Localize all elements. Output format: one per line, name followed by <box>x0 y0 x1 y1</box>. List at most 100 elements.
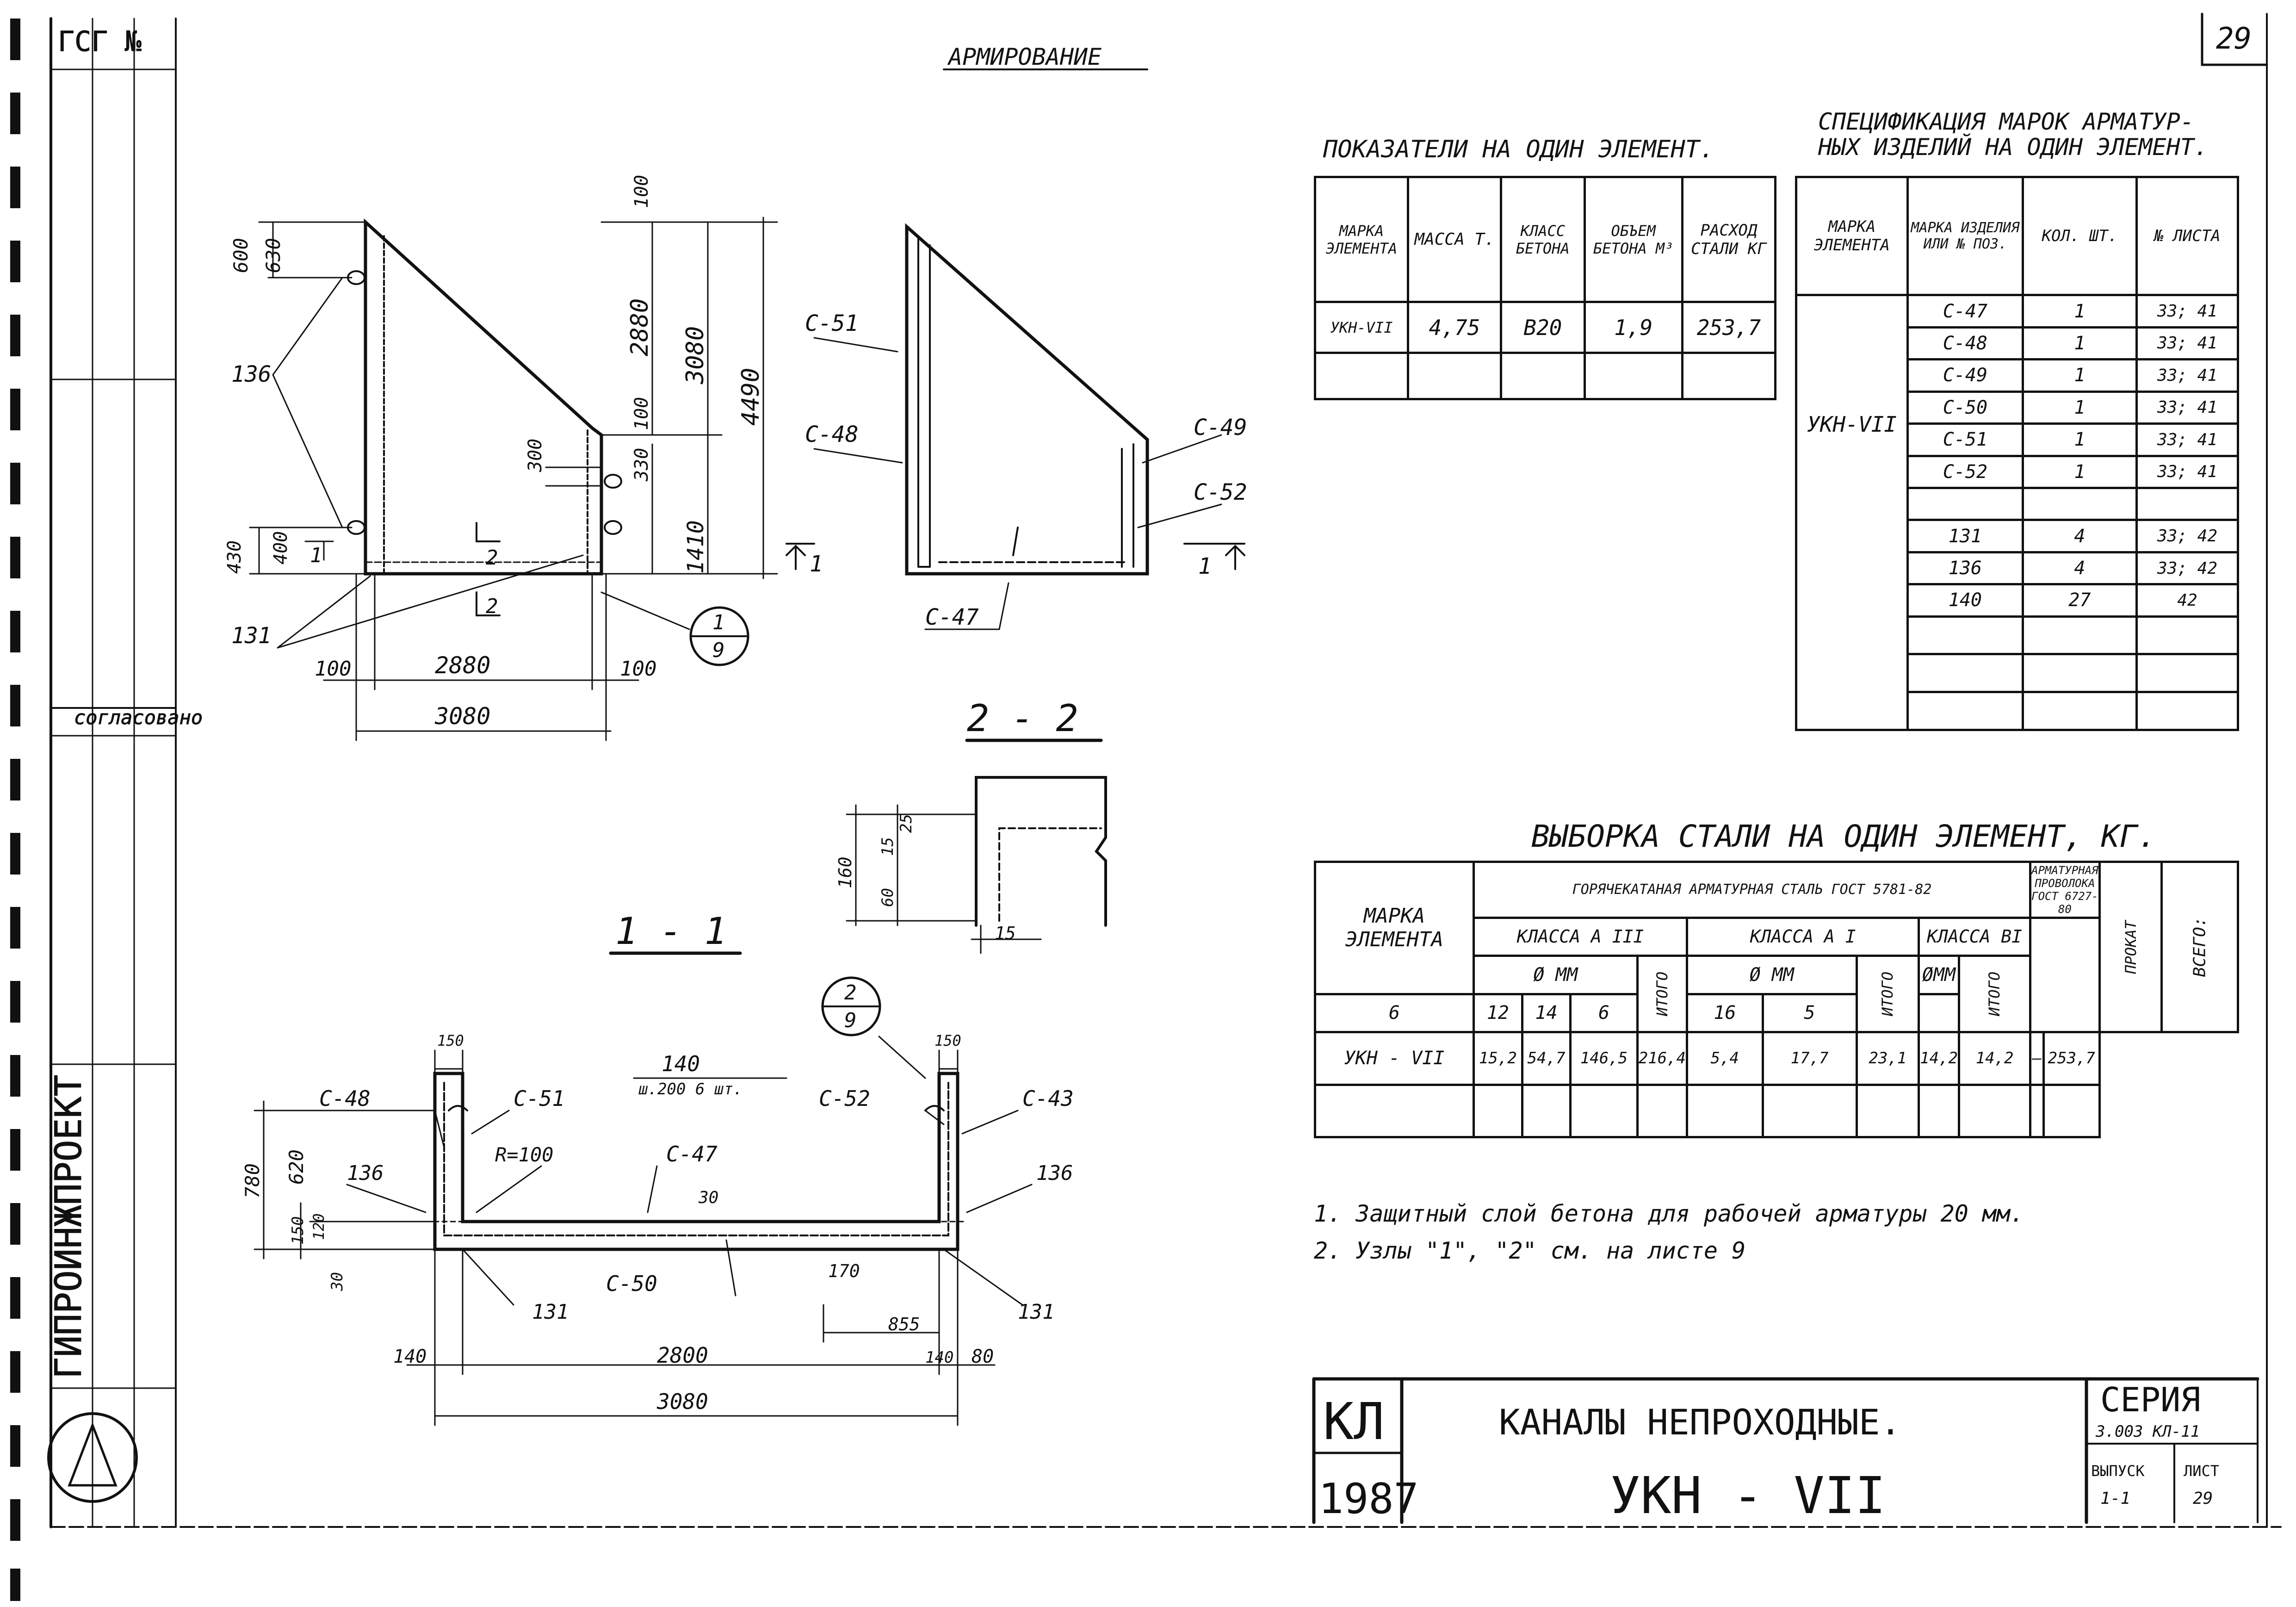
steel-row-a3-total: 216,4 <box>1636 1031 1689 1086</box>
steel-itogo-b1: ИТОГО <box>1957 955 2032 1034</box>
steel-row-b1-5: 14,2 <box>1918 1031 1960 1086</box>
spec-r9-item: 140 <box>1906 583 2024 618</box>
steel-d-b1-5: 5 <box>1761 993 1858 1034</box>
steel-h-hot: ГОРЯЧЕКАТАНАЯ АРМАТУРНАЯ СТАЛЬ ГОСТ 5781… <box>1472 861 2030 919</box>
s11-c51: С-51 <box>514 1086 565 1111</box>
steel-d-a3-12: 12 <box>1472 993 1523 1034</box>
ind-h-mass: МАССА Т. <box>1407 176 1503 303</box>
steel-diam-a1: Ø ММ <box>1686 955 1858 995</box>
spec-r9-qty: 27 <box>2021 583 2138 618</box>
elevation-dimensions: 600 630 100 2880 3080 4490 100 300 330 1… <box>224 175 765 730</box>
spec-r7-qty: 4 <box>2021 519 2138 553</box>
stamp-inv: ГСГ № <box>58 25 142 58</box>
spec-r9-sheet: 42 <box>2135 583 2239 618</box>
ind-h-steel: РАСХОД СТАЛИ КГ <box>1681 176 1777 303</box>
s11-3080: 3080 <box>656 1389 708 1414</box>
indicators-title: ПОКАЗАТЕЛИ НА ОДИН ЭЛЕМЕНТ. <box>1323 136 1714 163</box>
dim-4490: 4490 <box>737 368 765 426</box>
spec-r2-qty: 1 <box>2021 358 2138 393</box>
s11-step: ш.200 6 шт. <box>638 1080 743 1098</box>
spec-title-line1: СПЕЦИФИКАЦИЯ МАРОК АРМАТУР- <box>1818 108 2194 135</box>
spec-r8-item: 136 <box>1906 551 2024 586</box>
section-1-1 <box>254 951 1033 1426</box>
spec-h-item: МАРКА ИЗДЕЛИЯ ИЛИ № ПОЗ. <box>1906 175 2024 297</box>
title-block <box>1312 1377 2259 1524</box>
steel-row-a1-16: 17,7 <box>1761 1031 1858 1086</box>
spec-r3-item: С-50 <box>1906 390 2024 425</box>
section-mark-2b: 2 <box>486 595 498 618</box>
dim-300: 300 <box>525 439 546 472</box>
steel-row-total: 253,7 <box>2042 1031 2101 1086</box>
s11-140-top: 140 <box>662 1051 700 1076</box>
s11-170: 170 <box>828 1261 860 1281</box>
s11-140-right: 140 <box>925 1348 953 1367</box>
node-2-top: 2 <box>844 981 857 1005</box>
tb-sheet-label: ЛИСТ <box>2184 1462 2219 1480</box>
dim-100-right: 100 <box>620 657 656 681</box>
ind-h-mark: МАРКА ЭЛЕМЕНТА <box>1313 176 1410 303</box>
steel-diam-a3: Ø ММ <box>1472 955 1639 995</box>
steel-row-a1-total: 23,1 <box>1855 1031 1920 1086</box>
indicators-table: МАРКА ЭЛЕМЕНТА МАССА Т. КЛАСС БЕТОНА ОБЪ… <box>1313 176 1777 400</box>
s11-radius: R=100 <box>495 1143 553 1166</box>
title-block-text: КЛ 1987 КАНАЛЫ НЕПРОХОДНЫЕ. УКН - VII СЕ… <box>1318 1380 2219 1525</box>
section-1-right: 1 <box>1198 553 1212 579</box>
note-1: 1. Защитный слой бетона для рабочей арма… <box>1314 1200 2024 1227</box>
spec-r1-qty: 1 <box>2021 326 2138 361</box>
section-2-2-title: 2 - 2 <box>967 697 1078 740</box>
spec-r4-sheet: 33; 41 <box>2135 422 2239 457</box>
spec-r8-sheet: 33; 42 <box>2135 551 2239 586</box>
spec-r2-item: С-49 <box>1906 358 2024 393</box>
section-mark-1: 1 <box>310 544 322 567</box>
steel-h-vsego: ВСЕГО: <box>2160 860 2239 1034</box>
ind-cell-steel: 253,7 <box>1681 301 1777 354</box>
s11-620: 620 <box>285 1149 308 1185</box>
s11-c48: С-48 <box>319 1086 371 1111</box>
stamp-agreed: согласовано <box>74 706 203 729</box>
spec-title-line2: НЫХ ИЗДЕЛИЙ НА ОДИН ЭЛЕМЕНТ. <box>1818 133 2208 161</box>
spec-r1-item: С-48 <box>1906 326 2024 361</box>
note-2: 2. Узлы "1", "2" см. на листе 9 <box>1314 1237 1745 1264</box>
steel-d-a3-6: 6 <box>1314 993 1475 1034</box>
steel-row-b1-total: 14,2 <box>1957 1031 2032 1086</box>
spec-element: УКН-VII <box>1795 294 1909 731</box>
ind-cell-mark: УКН-VII <box>1313 301 1410 354</box>
dim-400: 400 <box>270 531 291 565</box>
dim-15a: 15 <box>879 837 897 856</box>
steel-class-a1: КЛАССА А I <box>1686 916 1920 957</box>
spec-h-sheet: № ЛИСТА <box>2135 175 2239 297</box>
stamp-org: ГИПРОИНЖПРОЕКТ <box>48 1075 90 1379</box>
tb-issue: 1-1 <box>2100 1489 2130 1508</box>
s11-780: 780 <box>241 1163 264 1198</box>
spec-r6-qty <box>2021 486 2138 521</box>
spec-r2-sheet: 33; 41 <box>2135 358 2239 393</box>
drawing-title: АРМИРОВАНИЕ <box>947 43 1102 70</box>
spec-r3-sheet: 33; 41 <box>2135 390 2239 425</box>
dim-15b: 15 <box>995 923 1016 943</box>
s11-c52: С-52 <box>819 1086 870 1111</box>
steel-h-wire: АРМАТУРНАЯ ПРОВОЛОКА ГОСТ 6727-80 <box>2029 861 2101 919</box>
punch-marks <box>10 19 20 1601</box>
dim-3080-vert: 3080 <box>681 326 709 385</box>
label-c52: С-52 <box>1194 479 1247 505</box>
spec-r5-item: С-52 <box>1906 454 2024 489</box>
dim-630: 630 <box>262 238 285 273</box>
tb-issue-label: ВЫПУСК <box>2091 1462 2145 1480</box>
s11-c50: С-50 <box>606 1271 657 1296</box>
steel-h-mark: МАРКА ЭЛЕМЕНТА <box>1314 861 1475 995</box>
dim-2880-vert: 2880 <box>626 298 654 356</box>
dim-100-left: 100 <box>315 657 351 681</box>
s11-120: 120 <box>310 1213 328 1240</box>
s11-136-right: 136 <box>1036 1161 1073 1185</box>
spec-r7-sheet: 33; 42 <box>2135 519 2239 553</box>
ind-h-class: КЛАСС БЕТОНА <box>1500 176 1586 303</box>
spec-r5-sheet: 33; 41 <box>2135 454 2239 489</box>
spec-r0-sheet: 33; 41 <box>2135 294 2239 329</box>
node-1-bottom: 9 <box>712 639 725 662</box>
spec-r3-qty: 1 <box>2021 390 2138 425</box>
section-1-left: 1 <box>810 551 823 577</box>
dim-600: 600 <box>229 238 252 273</box>
spec-table: МАРКА ЭЛЕМЕНТА МАРКА ИЗДЕЛИЯ ИЛИ № ПОЗ. … <box>1795 175 2239 731</box>
label-c49: С-49 <box>1194 415 1247 441</box>
